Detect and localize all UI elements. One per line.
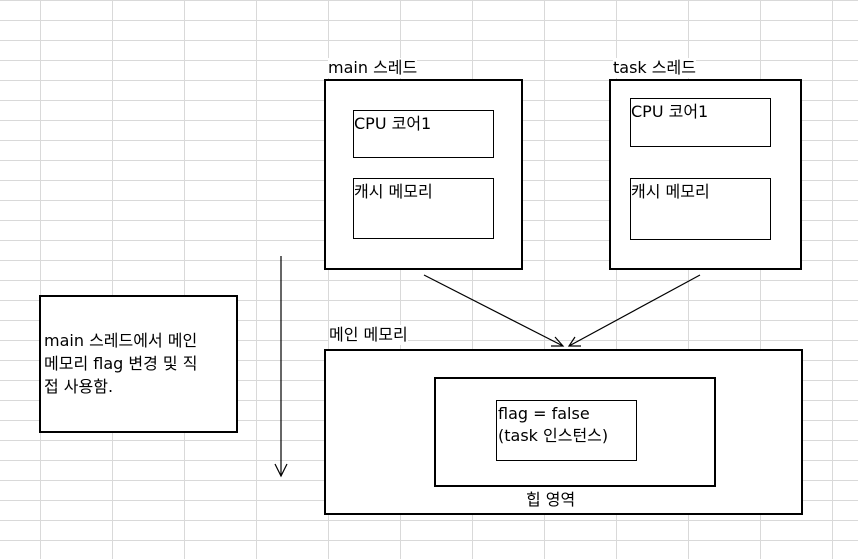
heap-area-box: flag = false (task 인스턴스)	[434, 377, 716, 487]
main-arrow-head	[551, 336, 565, 347]
note-line-3: 접 사용함.	[44, 377, 114, 396]
main-memory-title: 메인 메모리	[329, 325, 408, 345]
note-line-1: main 스레드에서 메인	[44, 331, 198, 350]
main-thread-box: CPU 코어1 캐시 메모리	[324, 79, 523, 270]
main-cpu-core: CPU 코어1	[353, 110, 494, 158]
direct-arrow-head	[274, 463, 288, 478]
task-arrow-head	[567, 336, 581, 347]
flag-line-1: flag = false	[498, 404, 590, 423]
explanation-note: main 스레드에서 메인 메모리 flag 변경 및 직 접 사용함.	[39, 295, 238, 433]
main-memory-box: flag = false (task 인스턴스) 힙 영역	[324, 349, 803, 515]
task-cache-to-memory-arrow	[568, 274, 701, 347]
flag-value-box: flag = false (task 인스턴스)	[496, 400, 637, 461]
heap-area-label: 힙 영역	[526, 490, 576, 509]
main-cache-to-memory-arrow	[423, 274, 564, 347]
flag-line-2: (task 인스턴스)	[498, 426, 609, 445]
task-thread-box: CPU 코어1 캐시 메모리	[609, 79, 802, 270]
task-thread-title: task 스레드	[613, 58, 696, 78]
main-thread-title: main 스레드	[328, 58, 418, 78]
task-cpu-core: CPU 코어1	[630, 98, 771, 147]
task-cache-memory: 캐시 메모리	[630, 178, 771, 240]
main-cache-memory: 캐시 메모리	[353, 178, 494, 239]
note-line-2: 메모리 flag 변경 및 직	[44, 354, 198, 373]
